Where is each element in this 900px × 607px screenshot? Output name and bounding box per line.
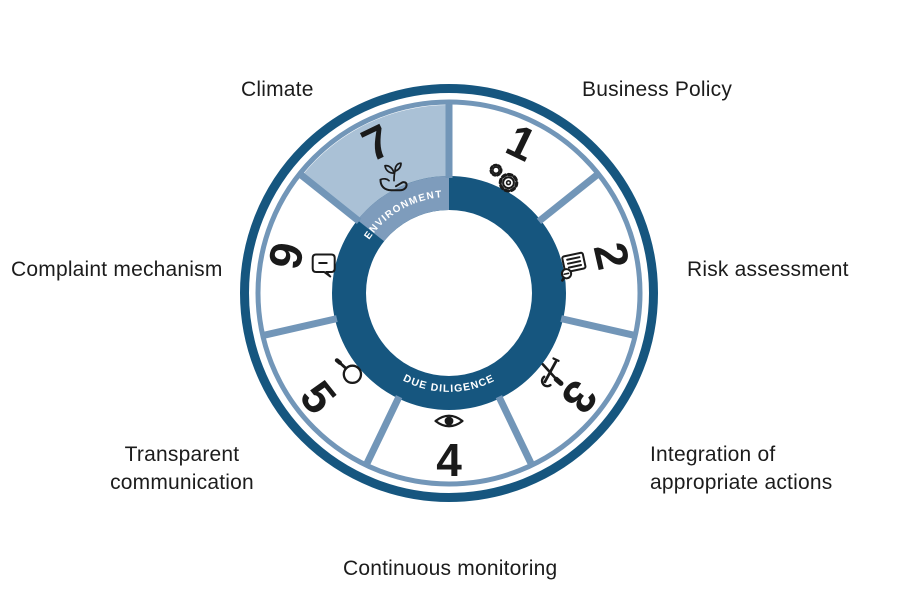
environment-band — [357, 176, 449, 242]
label-risk-assessment: Risk assessment — [687, 258, 849, 281]
divider-3-4 — [495, 395, 535, 466]
sprout-hand-icon — [379, 162, 408, 192]
label-transparent-communication: Transparent communication — [110, 443, 254, 495]
tools-icon — [540, 357, 564, 388]
segment-2-number: 2 — [584, 238, 640, 275]
segment-7-highlight — [302, 105, 449, 221]
label-business-policy: Business Policy — [582, 78, 733, 101]
label-complaint-mechanism: Complaint mechanism — [11, 258, 223, 281]
outer-ring — [240, 84, 658, 502]
label-climate: Climate — [241, 78, 314, 101]
segment-3-number: 3 — [551, 371, 608, 423]
divider-4-5 — [363, 395, 403, 466]
magnifier-icon — [334, 358, 363, 385]
segment-4-number: 4 — [436, 434, 462, 486]
segment-5-number: 5 — [290, 371, 347, 423]
segment-1-number: 1 — [499, 114, 545, 172]
divider-1-2 — [536, 171, 600, 225]
label-continuous-monitoring: Continuous monitoring — [343, 557, 558, 580]
divider-6-7 — [298, 171, 362, 225]
speech-bubble-icon — [311, 253, 336, 278]
segment-dividers — [263, 103, 635, 466]
thin-inner-ring — [255, 99, 643, 487]
eye-icon — [434, 414, 464, 428]
divider-5-6 — [263, 315, 338, 339]
gears-icon — [489, 163, 519, 193]
checklist-magnifier-icon — [560, 251, 587, 282]
divider-2-3 — [560, 315, 635, 339]
segment-6-number: 6 — [258, 238, 314, 275]
label-integration-actions: Integration of appropriate actions — [650, 443, 833, 495]
